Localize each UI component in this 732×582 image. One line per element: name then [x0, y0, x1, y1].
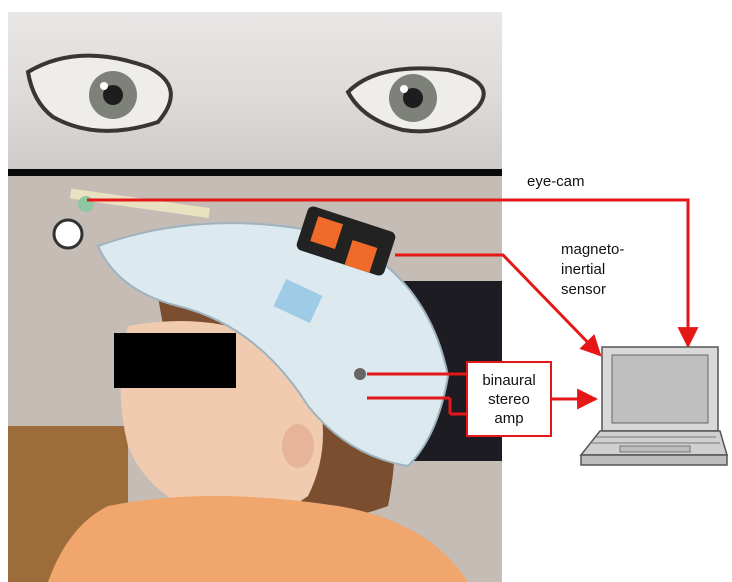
- laptop-base: [581, 455, 727, 465]
- laptop-spacebar: [620, 446, 690, 452]
- laptop-screen: [612, 355, 708, 423]
- laptop-icon: [581, 347, 727, 465]
- eye-cam-label: eye-cam: [527, 172, 585, 192]
- magneto-inertial-sensor-label: magneto- inertial sensor: [561, 240, 624, 300]
- binaural-stereo-amp-label: binaural stereo amp: [482, 371, 535, 428]
- binaural-stereo-amp-box: binaural stereo amp: [466, 361, 552, 437]
